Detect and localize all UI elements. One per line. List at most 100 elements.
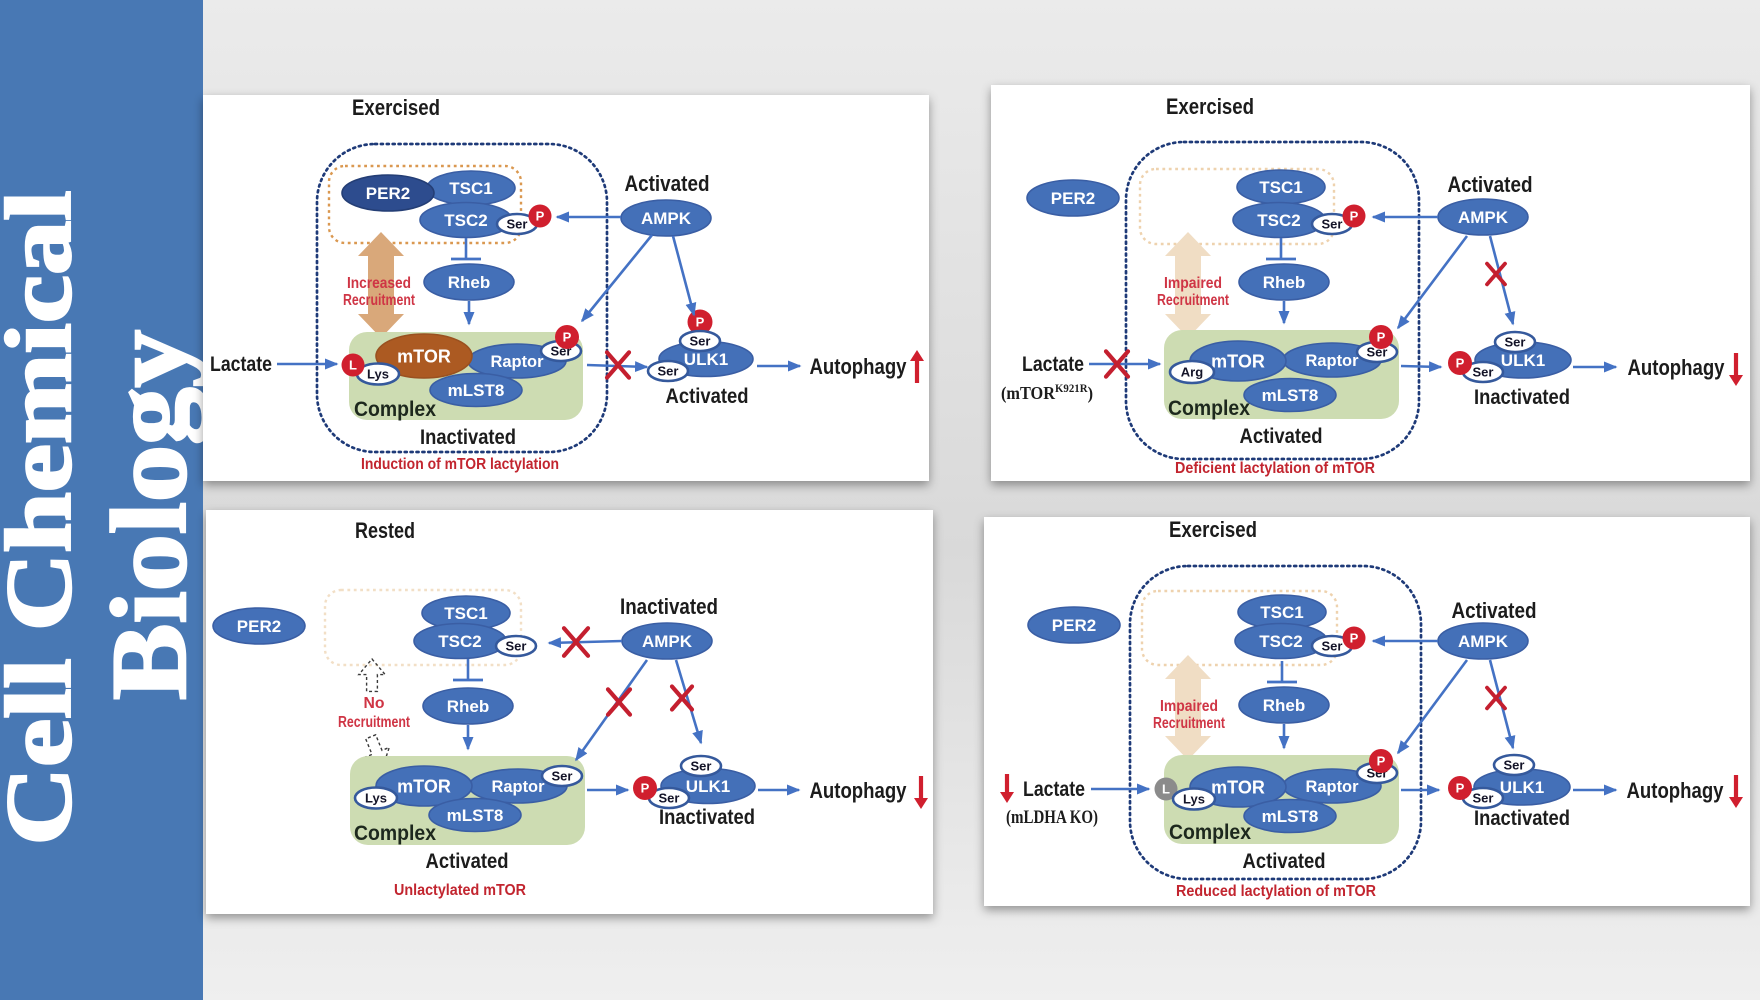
svg-text:mTOR: mTOR — [397, 346, 451, 366]
svg-text:P: P — [563, 330, 572, 345]
svg-text:Rheb: Rheb — [447, 697, 490, 716]
svg-text:TSC2: TSC2 — [1257, 211, 1300, 230]
svg-text:Recruitment: Recruitment — [1157, 292, 1229, 309]
svg-text:Recruitment: Recruitment — [1153, 715, 1225, 732]
svg-text:TSC2: TSC2 — [444, 211, 487, 230]
svg-text:Lys: Lys — [365, 791, 387, 806]
svg-text:mLST8: mLST8 — [1262, 807, 1319, 826]
svg-text:Raptor: Raptor — [1306, 351, 1359, 370]
svg-text:PER2: PER2 — [366, 184, 410, 203]
svg-text:Activated: Activated — [666, 385, 749, 408]
svg-text:TSC1: TSC1 — [1260, 603, 1303, 622]
svg-text:P: P — [1350, 209, 1359, 224]
svg-text:Complex: Complex — [1169, 821, 1251, 844]
svg-text:Activated: Activated — [1243, 850, 1326, 873]
svg-text:Inactivated: Inactivated — [620, 594, 718, 619]
svg-text:Activated: Activated — [1452, 598, 1537, 623]
svg-text:Complex: Complex — [1168, 397, 1250, 420]
svg-text:Ser: Ser — [1473, 791, 1494, 806]
svg-text:Increased: Increased — [347, 275, 411, 292]
svg-text:mLST8: mLST8 — [1262, 386, 1319, 405]
svg-text:Lactate: Lactate — [1022, 353, 1084, 376]
svg-text:Exercised: Exercised — [352, 95, 440, 120]
svg-text:Ser: Ser — [659, 791, 680, 806]
svg-text:PER2: PER2 — [1052, 616, 1096, 635]
svg-text:Lactate: Lactate — [210, 353, 272, 376]
svg-text:Ser: Ser — [507, 217, 528, 232]
svg-text:Rheb: Rheb — [448, 273, 491, 292]
svg-text:Lys: Lys — [1183, 792, 1205, 807]
svg-text:ULK1: ULK1 — [1501, 351, 1545, 370]
svg-text:Lactate: Lactate — [1023, 778, 1085, 801]
svg-text:Inactivated: Inactivated — [420, 426, 516, 449]
svg-text:AMPK: AMPK — [642, 632, 693, 651]
svg-text:Inactivated: Inactivated — [1474, 386, 1570, 409]
svg-text:Raptor: Raptor — [492, 777, 545, 796]
svg-text:Exercised: Exercised — [1169, 517, 1257, 542]
svg-text:Arg: Arg — [1181, 365, 1203, 380]
svg-text:Recruitment: Recruitment — [343, 292, 415, 309]
svg-text:Activated: Activated — [625, 171, 710, 196]
svg-text:mTOR: mTOR — [1211, 351, 1265, 371]
svg-text:Ser: Ser — [690, 334, 711, 349]
svg-text:Lys: Lys — [367, 367, 389, 382]
svg-text:Activated: Activated — [1240, 425, 1323, 448]
svg-text:P: P — [536, 209, 545, 224]
svg-text:Exercised: Exercised — [1166, 94, 1254, 119]
svg-text:P: P — [1377, 754, 1386, 769]
svg-text:ULK1: ULK1 — [1500, 778, 1544, 797]
svg-text:mLST8: mLST8 — [447, 806, 504, 825]
svg-text:Induction of mTOR lactylation: Induction of mTOR lactylation — [361, 456, 559, 473]
svg-text:P: P — [1350, 631, 1359, 646]
svg-text:P: P — [1456, 781, 1465, 796]
svg-text:Cell Chemical: Cell Chemical — [0, 191, 91, 846]
svg-text:Complex: Complex — [354, 398, 436, 421]
svg-text:AMPK: AMPK — [641, 209, 692, 228]
svg-text:P: P — [1456, 356, 1465, 371]
svg-text:ULK1: ULK1 — [686, 777, 730, 796]
svg-text:AMPK: AMPK — [1458, 208, 1509, 227]
svg-text:TSC1: TSC1 — [1259, 178, 1302, 197]
svg-text:P: P — [641, 781, 650, 796]
svg-text:Activated: Activated — [426, 850, 509, 873]
svg-text:Ser: Ser — [1473, 365, 1494, 380]
svg-text:Inactivated: Inactivated — [1474, 807, 1570, 830]
svg-text:mLST8: mLST8 — [448, 381, 505, 400]
svg-text:Activated: Activated — [1448, 172, 1533, 197]
svg-text:PER2: PER2 — [237, 617, 281, 636]
svg-text:P: P — [1377, 330, 1386, 345]
svg-text:Complex: Complex — [354, 822, 436, 845]
svg-text:(mLDHA KO): (mLDHA KO) — [1006, 807, 1098, 828]
svg-text:Deficient lactylation of mTOR: Deficient lactylation of mTOR — [1175, 460, 1375, 477]
svg-text:Autophagy: Autophagy — [810, 354, 908, 379]
svg-text:Rheb: Rheb — [1263, 696, 1306, 715]
svg-text:L: L — [1162, 782, 1170, 797]
svg-text:mTOR: mTOR — [1211, 777, 1265, 797]
svg-text:Impaired: Impaired — [1164, 275, 1222, 292]
svg-text:Ser: Ser — [1504, 758, 1525, 773]
svg-text:TSC2: TSC2 — [438, 632, 481, 651]
svg-text:Autophagy: Autophagy — [810, 778, 908, 803]
svg-text:mTOR: mTOR — [397, 776, 451, 796]
svg-text:Raptor: Raptor — [1306, 777, 1359, 796]
svg-text:Autophagy: Autophagy — [1628, 355, 1726, 380]
svg-text:Ser: Ser — [552, 769, 573, 784]
svg-text:Raptor: Raptor — [491, 352, 544, 371]
svg-text:Unlactylated mTOR: Unlactylated mTOR — [394, 882, 526, 899]
svg-text:Inactivated: Inactivated — [659, 806, 755, 829]
svg-text:Ser: Ser — [658, 364, 679, 379]
svg-text:AMPK: AMPK — [1458, 632, 1509, 651]
svg-text:TSC1: TSC1 — [449, 179, 492, 198]
svg-text:Ser: Ser — [691, 759, 712, 774]
svg-text:Rested: Rested — [355, 518, 415, 543]
svg-text:PER2: PER2 — [1051, 189, 1095, 208]
svg-text:Rheb: Rheb — [1263, 273, 1306, 292]
svg-text:Biology: Biology — [91, 330, 209, 700]
svg-text:Reduced lactylation of mTOR: Reduced lactylation of mTOR — [1176, 883, 1376, 900]
svg-text:Autophagy: Autophagy — [1627, 778, 1725, 803]
svg-text:Impaired: Impaired — [1160, 698, 1218, 715]
svg-text:Ser: Ser — [506, 639, 527, 654]
svg-text:Recruitment: Recruitment — [338, 714, 410, 731]
svg-text:P: P — [696, 315, 705, 330]
svg-text:ULK1: ULK1 — [684, 350, 728, 369]
